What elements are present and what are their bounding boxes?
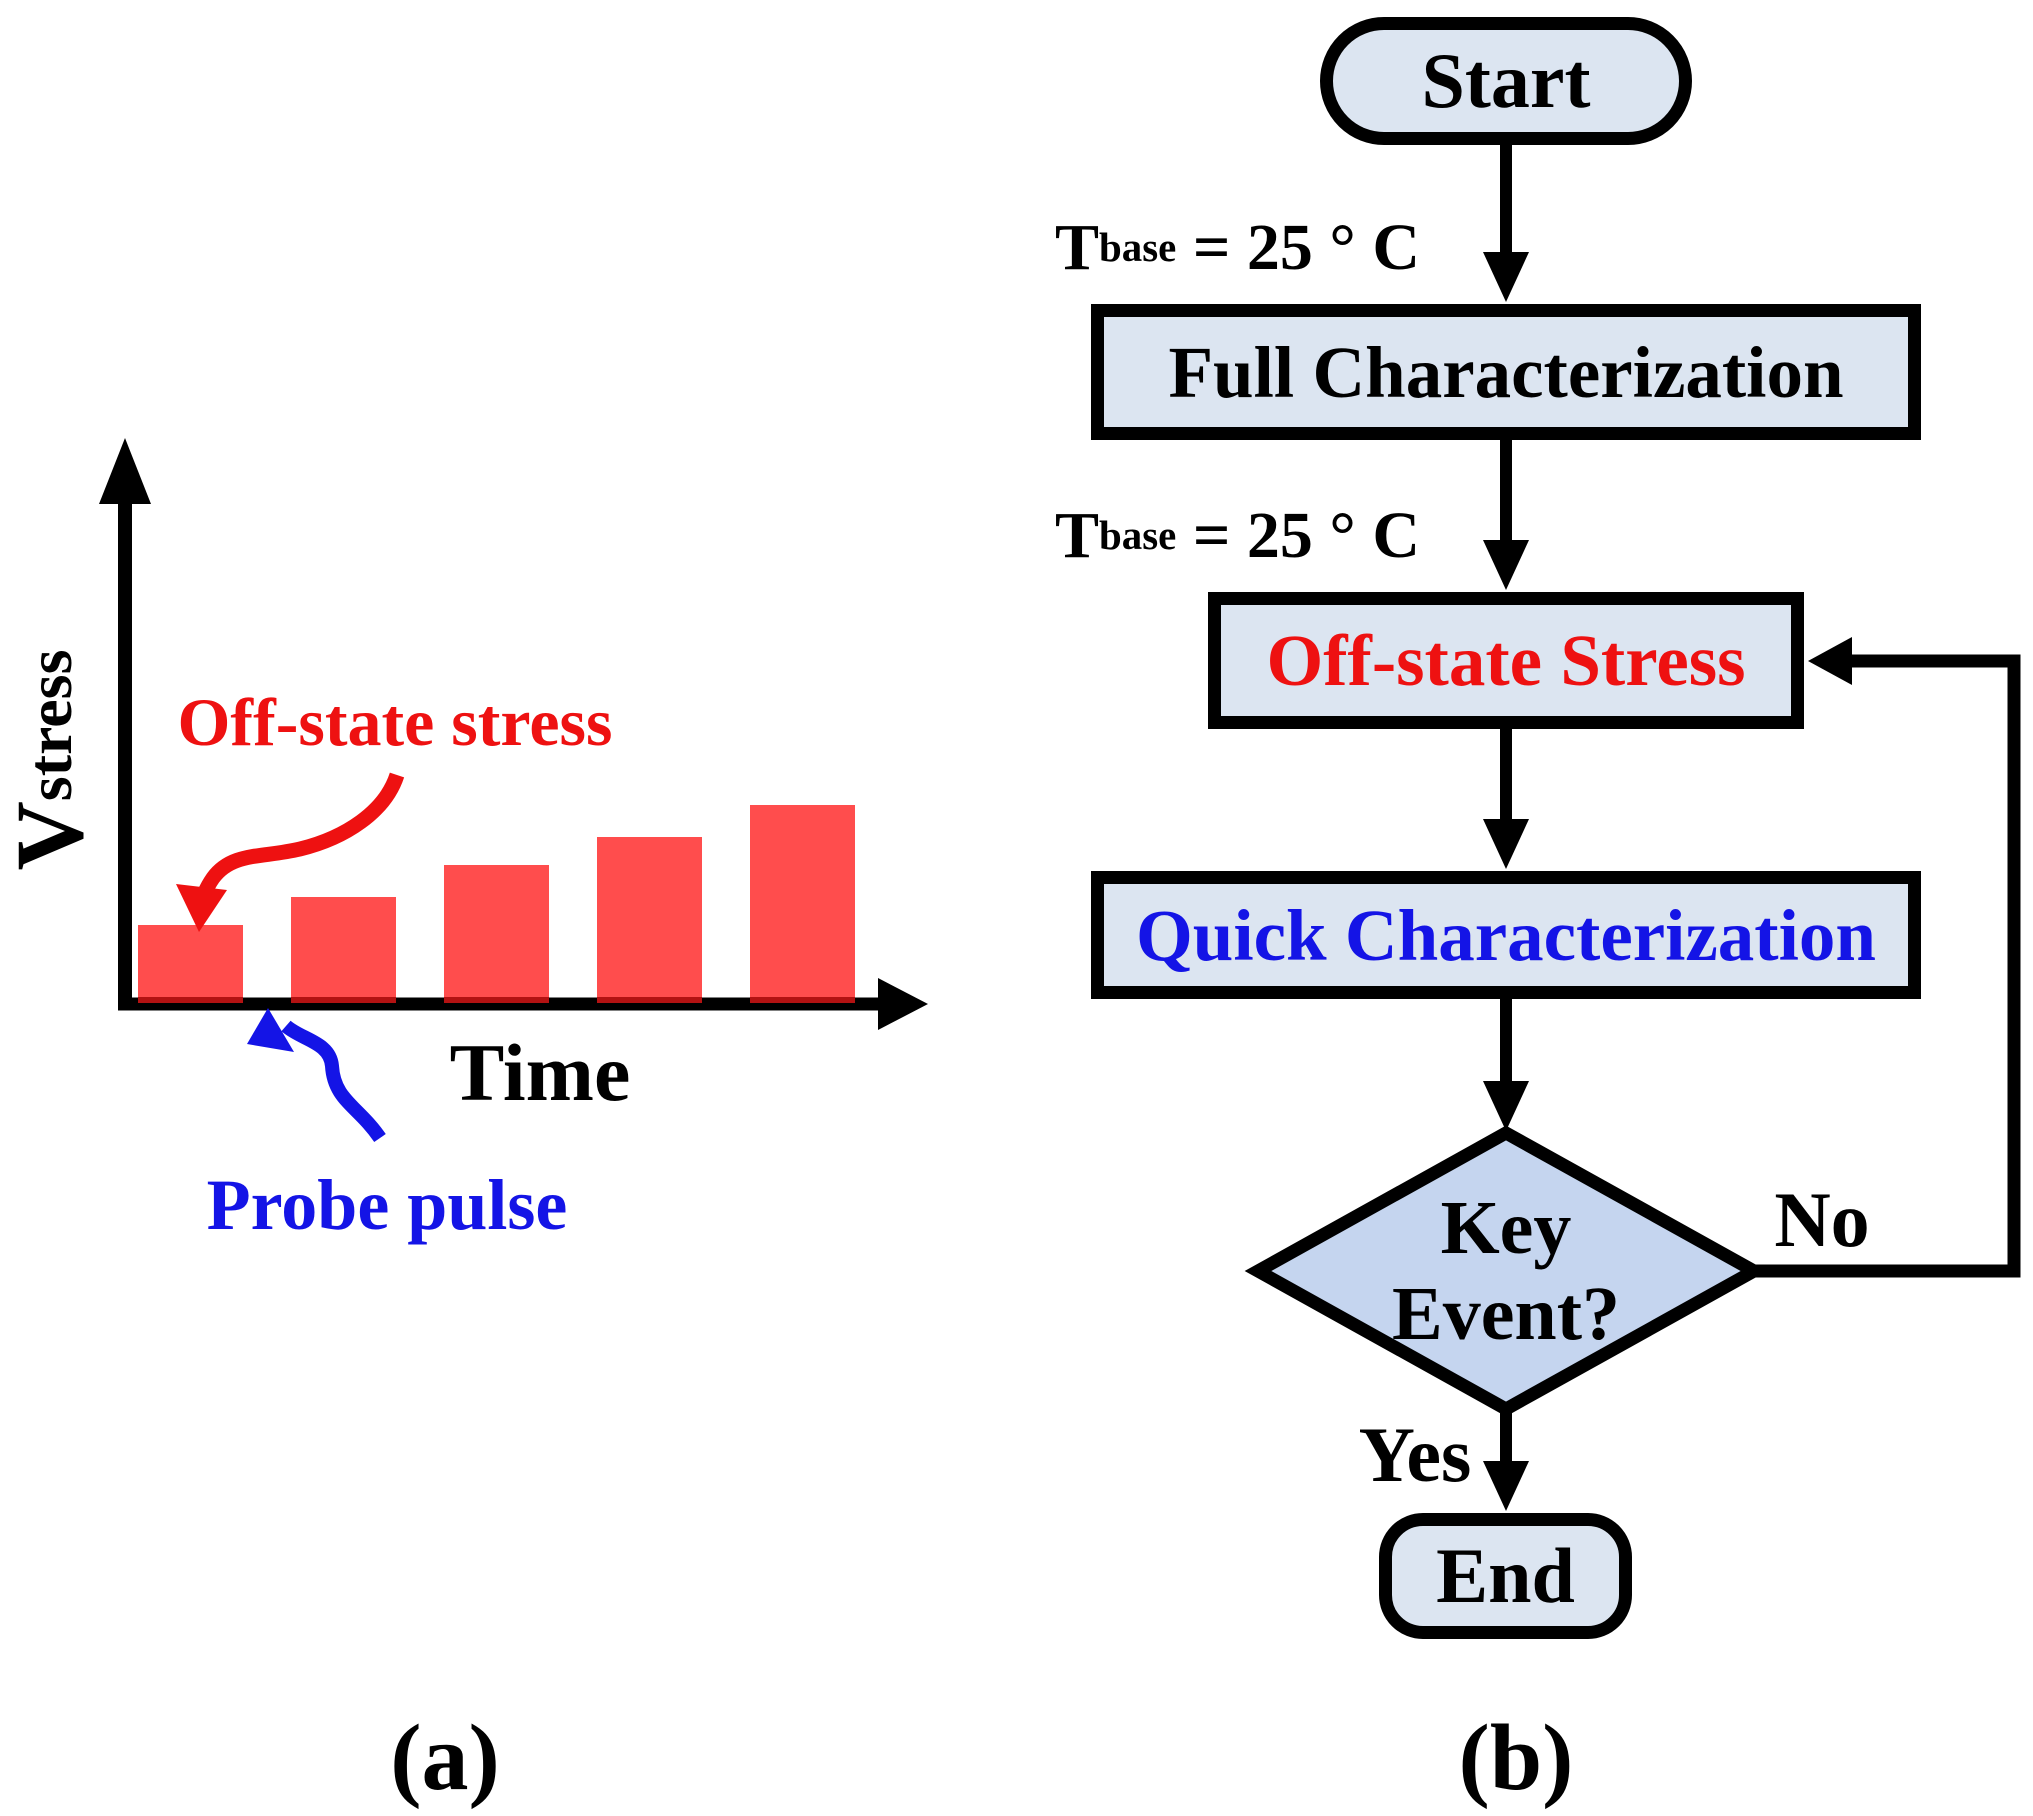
tbase1-symbol: T (1055, 211, 1100, 284)
caption-panel-a: (a) (390, 1706, 500, 1810)
y-axis-label-subscript: stress (14, 649, 85, 802)
tbase1-value: = 25 ° C (1176, 211, 1420, 284)
decision-label-line1: Key (1440, 1186, 1572, 1270)
x-axis-label: Time (449, 1027, 631, 1118)
flow-node-full-characterization: Full Characterization (1091, 304, 1921, 440)
y-axis-label-main: V (0, 801, 103, 871)
stress-bar-2 (291, 897, 396, 1003)
stress-bar-4 (597, 837, 702, 1003)
flow-node-decision-label: Key Event? (1326, 1175, 1686, 1367)
y-axis-arrowhead-icon (99, 438, 151, 504)
stress-bar-5 (750, 805, 855, 1003)
arrowhead-quick-to-decision-icon (1483, 1081, 1529, 1131)
edge-label-yes: Yes (1358, 1411, 1472, 1498)
probe-pulse-arrowhead-icon (247, 1008, 294, 1052)
tbase2-symbol: T (1055, 499, 1100, 572)
flow-node-quick-characterization: Quick Characterization (1091, 871, 1921, 999)
stress-bar-1 (138, 925, 243, 1003)
probe-pulse-annotation: Probe pulse (206, 1165, 568, 1245)
off-state-stress-annotation: Off-state stress (177, 684, 613, 760)
decision-label-line2: Event? (1392, 1272, 1620, 1356)
caption-panel-b: (b) (1458, 1706, 1574, 1810)
tbase2-value: = 25 ° C (1176, 499, 1420, 572)
arrowhead-offstate-to-quick-icon (1483, 819, 1529, 869)
arrowhead-no-feedback-icon (1808, 637, 1852, 685)
tbase2-subscript: base (1099, 512, 1177, 558)
flow-node-start: Start (1320, 17, 1692, 145)
x-axis-arrowhead-icon (878, 978, 928, 1030)
arrowhead-full-to-offstate-icon (1483, 540, 1529, 590)
tbase1-subscript: base (1099, 224, 1177, 270)
off-state-stress-arrow (192, 772, 405, 910)
arrowhead-start-to-full-icon (1483, 252, 1529, 302)
edge-label-no: No (1774, 1176, 1870, 1263)
probe-pulse-arrow (281, 1020, 386, 1143)
flow-node-off-state-stress: Off-state Stress (1208, 592, 1804, 729)
flow-node-end: End (1379, 1513, 1632, 1639)
stress-bar-3 (444, 865, 549, 1003)
